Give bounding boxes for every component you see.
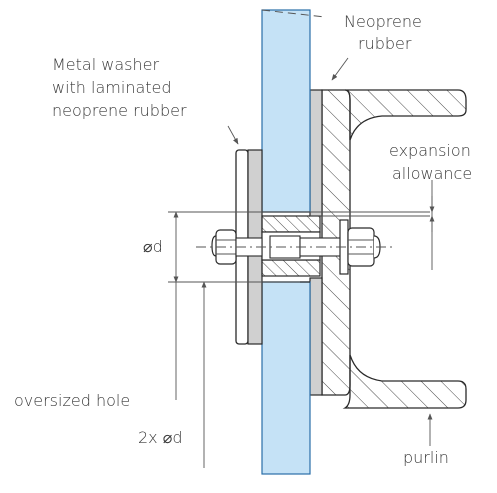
label-metal-washer-1: Metal washer bbox=[52, 55, 159, 74]
label-metal-washer-3: neoprene rubber bbox=[52, 101, 187, 120]
label-allowance: allowance bbox=[392, 164, 472, 183]
purlin-bottom-flange bbox=[342, 354, 467, 409]
leader-lines bbox=[227, 9, 433, 446]
label-oversized-hole: oversized hole bbox=[14, 391, 130, 410]
label-neoprene-rubber-2: rubber bbox=[358, 34, 412, 53]
label-neoprene-rubber-1: Neoprene bbox=[344, 12, 422, 31]
neoprene-strip bbox=[309, 89, 323, 396]
label-expansion: expansion bbox=[389, 141, 471, 160]
label-double-diameter: 2x ⌀d bbox=[138, 428, 183, 447]
dimension-lines bbox=[168, 180, 435, 468]
label-purlin: purlin bbox=[403, 448, 449, 467]
purlin-top-flange bbox=[344, 89, 467, 141]
label-metal-washer-2: with laminated bbox=[52, 78, 172, 97]
label-diameter: ⌀d bbox=[143, 237, 163, 256]
